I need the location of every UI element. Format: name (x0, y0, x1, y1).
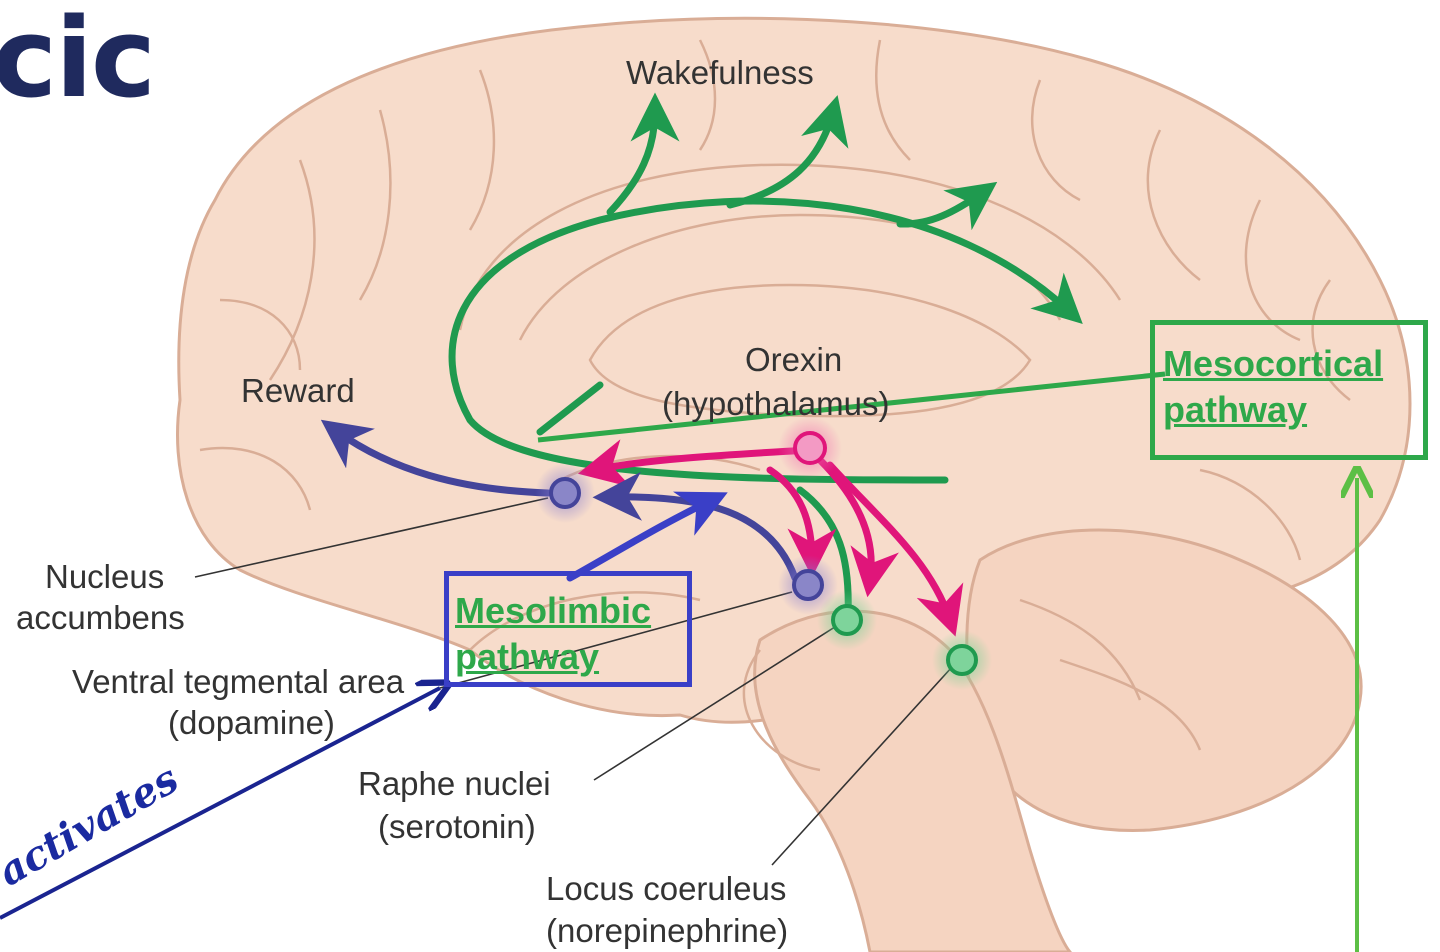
label-vta: Ventral tegmental area (72, 663, 405, 700)
locus-node (946, 644, 978, 676)
label-hypothalamus: (hypothalamus) (662, 385, 890, 422)
brain-folds (199, 39, 1351, 772)
mesolimbic-line1: Mesolimbic (455, 590, 652, 631)
nucleus-accumbens-node (549, 477, 581, 509)
label-locus: Locus coeruleus (546, 870, 787, 907)
mesocortical-annotation-box: Mesocortical pathway (1150, 320, 1428, 460)
mesocortical-line1: Mesocortical (1163, 343, 1384, 384)
label-raphe: Raphe nuclei (358, 765, 551, 802)
label-orexin: Orexin (745, 341, 843, 378)
leader-lines (194, 497, 953, 866)
mesolimbic-link[interactable]: Mesolimbic pathway (455, 588, 651, 680)
mesocortical-line (537, 371, 1166, 443)
vta-node (792, 569, 824, 601)
label-nucleus: Nucleus (45, 558, 165, 595)
mesolimbic-annotation-box: Mesolimbic pathway (444, 571, 692, 687)
slide-title-fragment: cic (0, 0, 156, 122)
mesolimbic-arrow (566, 491, 728, 582)
mesocortical-link[interactable]: Mesocortical pathway (1163, 341, 1383, 433)
label-accumbens: accumbens (16, 599, 185, 636)
label-norepinephrine: (norepinephrine) (546, 912, 789, 949)
activates-arrow (0, 688, 440, 920)
raphe-node (831, 604, 863, 636)
orexin-node (793, 431, 827, 465)
orexin-pink-pathways (577, 439, 964, 637)
label-wakefulness: Wakefulness (626, 54, 814, 91)
label-reward: Reward (241, 372, 355, 409)
mesolimbic-line2: pathway (455, 636, 600, 678)
label-serotonin: (serotonin) (378, 808, 536, 845)
label-dopamine: (dopamine) (168, 704, 335, 741)
mesocortical-line2: pathway (1163, 389, 1308, 431)
